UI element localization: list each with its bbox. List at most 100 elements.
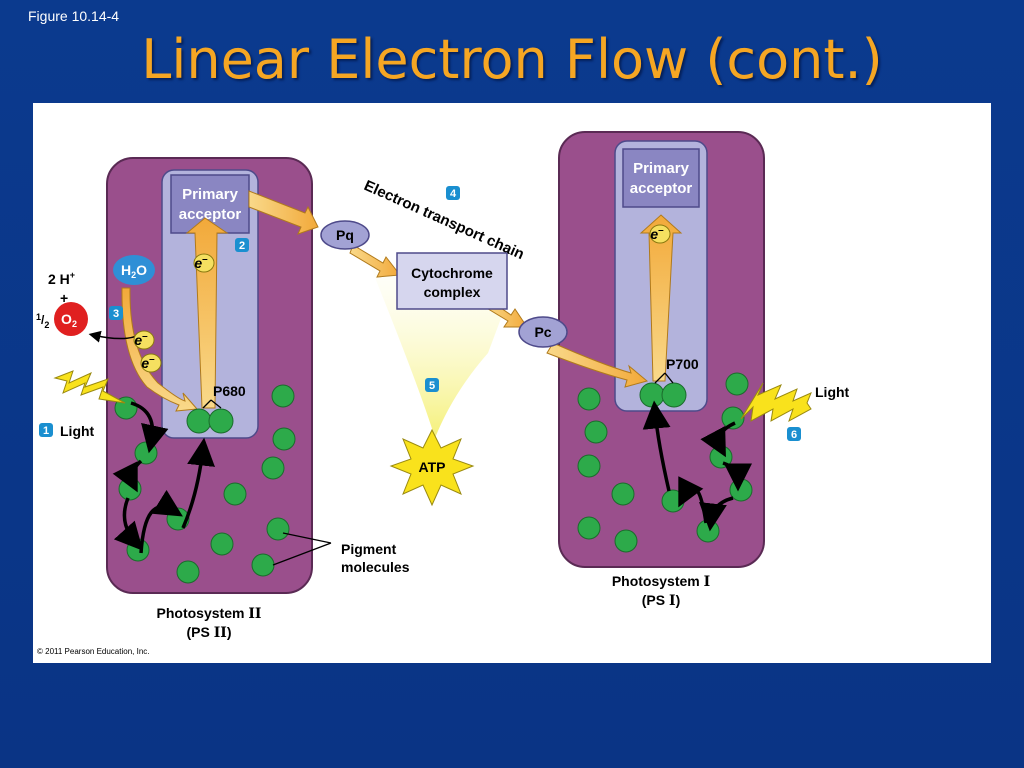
pigment-molecule — [611, 482, 635, 506]
pigment-molecule — [251, 553, 275, 577]
pigment-molecule — [661, 489, 685, 513]
ps1-pigments — [577, 372, 753, 553]
step-badge-bg — [235, 238, 249, 252]
step-badge-1: 1 — [39, 423, 53, 437]
pigment-molecule — [266, 517, 290, 541]
step-badge-bg — [787, 427, 801, 441]
pigment-molecule — [272, 427, 296, 451]
water-label: H2O — [121, 262, 147, 280]
step-badge-bg — [109, 306, 123, 320]
pigment-pointer — [272, 532, 332, 566]
electron-label: e– — [134, 331, 148, 348]
step-badge-bg — [39, 423, 53, 437]
energy-arrow — [642, 400, 671, 492]
cytochrome-complex — [396, 252, 508, 310]
pq-label: Pq — [336, 227, 354, 243]
figure-label: Figure 10.14-4 — [28, 8, 120, 24]
copyright-notice: © 2011 Pearson Education, Inc. — [37, 647, 149, 656]
step-number: 1 — [43, 425, 49, 437]
pigment-molecule — [176, 560, 200, 584]
pigment-molecule — [725, 372, 749, 396]
step-number: 2 — [239, 240, 245, 252]
plastocyanin-pc — [518, 316, 568, 348]
p700-chlorophyll — [639, 382, 665, 408]
pigment-molecule — [577, 516, 601, 540]
cytochrome-label-1: Cytochrome — [411, 265, 493, 281]
pigment-molecule — [223, 482, 247, 506]
p700-chlorophyll — [661, 382, 687, 408]
ps1-name-line-2: (PS I) — [642, 592, 680, 609]
pc-label: Pc — [534, 324, 551, 340]
atp-starburst-icon — [389, 428, 475, 507]
ps2-acceptor-label-2: acceptor — [179, 206, 242, 223]
ps1-acceptor-label-2: acceptor — [630, 180, 693, 197]
energy-arrow — [699, 496, 734, 532]
pigment-molecule — [126, 538, 150, 562]
electron-token — [193, 253, 215, 273]
electron-token — [133, 330, 155, 350]
plastoquinone-pq — [320, 220, 370, 250]
plus-label: + — [60, 290, 68, 306]
pigment-molecule — [261, 456, 285, 480]
pigment-molecule — [577, 454, 601, 478]
pigment-molecule — [271, 384, 295, 408]
step-badge-3: 3 — [109, 306, 123, 320]
step-badge-bg — [446, 186, 460, 200]
step-badge-5: 5 — [425, 378, 439, 392]
ps1-name-line-1: Photosystem I — [612, 573, 710, 590]
energy-arrow — [113, 497, 144, 551]
electron-water-1: e– — [133, 330, 155, 350]
light-right-lightning-icon — [740, 382, 812, 423]
step-badge-6: 6 — [787, 427, 801, 441]
pigment-molecule — [729, 478, 753, 502]
electron-water-2: e– — [140, 353, 162, 373]
energy-arrow — [139, 489, 183, 554]
step-number: 3 — [113, 308, 119, 320]
step-badge-bg — [425, 378, 439, 392]
energy-arrow — [112, 459, 143, 493]
pigment-molecule — [584, 420, 608, 444]
linear-electron-flow-diagram: Primary acceptor Primary acceptor — [36, 131, 850, 656]
energy-arrow — [678, 476, 708, 524]
oxygen-label: O2 — [61, 311, 77, 329]
electron-label: e– — [141, 354, 155, 371]
ps1-energy-transfer-arrows — [642, 400, 752, 532]
ps1-excitation-arrow — [639, 214, 683, 382]
light-right-label: Light — [815, 384, 850, 400]
step-badge-4: 4 — [446, 186, 460, 200]
water-molecule — [113, 255, 155, 285]
p680-pointer — [202, 399, 222, 409]
electron-label: e– — [194, 254, 208, 271]
protons-label: 2 H+ — [48, 270, 75, 287]
pigment-molecule — [721, 406, 745, 430]
pigment-molecule — [134, 441, 158, 465]
pc-to-p700-arrow — [546, 342, 649, 388]
pigment-molecule — [577, 387, 601, 411]
etc-label: Electron transport chain — [361, 177, 526, 263]
electron-token — [140, 353, 162, 373]
pq-to-cytochrome-arrow — [349, 244, 401, 278]
p700-label: P700 — [666, 356, 699, 372]
p680-chlorophyll — [208, 408, 234, 434]
p680-chlorophyll — [186, 408, 212, 434]
energy-arrow — [130, 401, 169, 454]
cytochrome-label-2: complex — [424, 284, 481, 300]
pigment-label-1: Pigment — [341, 541, 397, 557]
oxygen-molecule — [54, 302, 88, 336]
energy-arrow — [722, 461, 752, 492]
pigment-molecule — [118, 477, 142, 501]
slide-title: Linear Electron Flow (cont.) — [141, 28, 883, 91]
light-left-lightning-icon — [53, 370, 126, 404]
ps1-acceptor-label-1: Primary — [633, 160, 690, 177]
ps2-acceptor-label-1: Primary — [182, 186, 239, 203]
pigment-molecule — [210, 532, 234, 556]
pigment-label-2: molecules — [341, 559, 410, 575]
light-left-label: Light — [60, 423, 95, 439]
ps1-primary-acceptor — [622, 148, 700, 208]
electron-near-ps1-top: e– — [649, 224, 671, 244]
energy-arrow — [700, 421, 736, 458]
energy-arrow — [181, 437, 215, 529]
step-badge-2: 2 — [235, 238, 249, 252]
step-number: 5 — [429, 380, 435, 392]
electron-token — [649, 224, 671, 244]
